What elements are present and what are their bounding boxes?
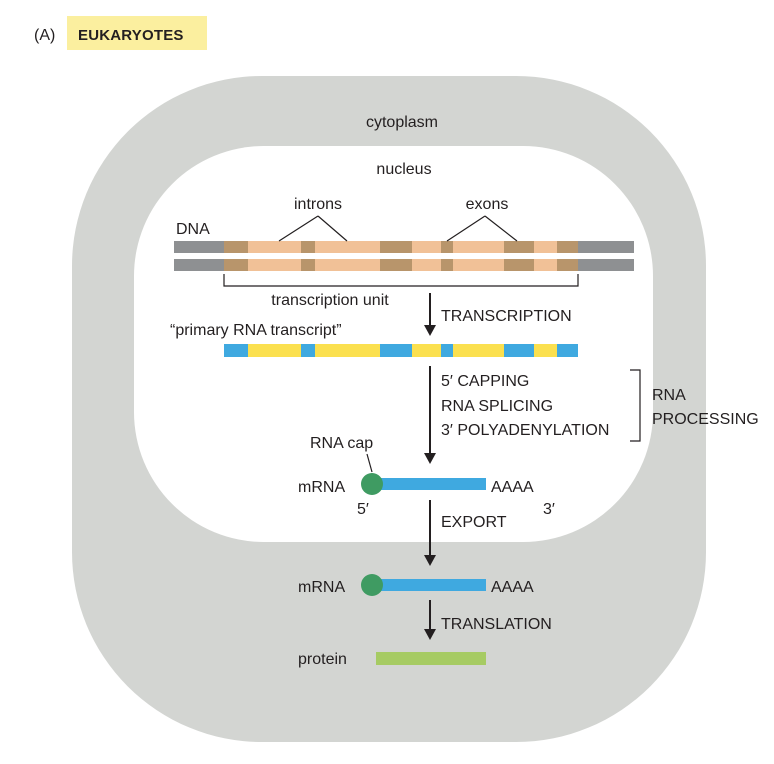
translation-step-label: TRANSLATION — [441, 616, 552, 633]
cytoplasm-label: cytoplasm — [366, 114, 438, 131]
exons-pointer — [446, 215, 518, 242]
cytoplasmic-poly-a-tail: AAAA — [491, 579, 534, 596]
intron-block — [504, 259, 534, 271]
processing-arrow — [424, 366, 436, 464]
panel-label: (A) — [34, 27, 55, 44]
capping-step-label: 5′ CAPPING — [441, 373, 529, 390]
cytoplasmic-rna-cap-circle — [361, 574, 383, 596]
rna-processing-label-2: PROCESSING — [652, 411, 759, 428]
intron-block — [441, 241, 453, 253]
transcription-step-label: TRANSCRIPTION — [441, 308, 572, 325]
cytoplasmic-mrna — [361, 574, 486, 596]
protein-label: protein — [298, 651, 347, 668]
nuclear-mrna-body — [376, 478, 486, 490]
nuclear-mrna-label: mRNA — [298, 479, 345, 496]
protein-bar — [376, 652, 486, 665]
polyadenylation-step-label: 3′ POLYADENYLATION — [441, 422, 609, 439]
panel-title: EUKARYOTES — [78, 27, 184, 44]
rna-cap-label: RNA cap — [310, 435, 373, 452]
intron-block — [301, 241, 315, 253]
dna-double-helix — [174, 241, 634, 271]
transcript-intron-segment — [557, 344, 578, 357]
export-arrow — [424, 500, 436, 566]
introns-label: introns — [294, 196, 342, 213]
rna-cap-pointer — [366, 453, 373, 473]
panel-title-badge — [67, 16, 207, 50]
transcript-intron-segment — [504, 344, 534, 357]
intron-block — [504, 241, 534, 253]
transcript-intron-segment — [380, 344, 412, 357]
transcript-intron-segment — [224, 344, 248, 357]
splicing-step-label: RNA SPLICING — [441, 398, 553, 415]
intron-block — [301, 259, 315, 271]
export-step-label: EXPORT — [441, 514, 507, 531]
rna-cap-circle — [361, 473, 383, 495]
primary-rna-transcript — [224, 344, 578, 357]
three-prime-label: 3′ — [543, 501, 555, 518]
transcription-unit-bracket — [223, 274, 579, 287]
transcript-intron-segment — [301, 344, 315, 357]
cytoplasmic-mrna-body — [376, 579, 486, 591]
nuclear-poly-a-tail: AAAA — [491, 479, 534, 496]
introns-pointer — [278, 215, 348, 242]
intron-block — [380, 241, 412, 253]
translation-arrow — [424, 600, 436, 640]
intron-block — [380, 259, 412, 271]
primary-transcript-label: “primary RNA transcript” — [170, 322, 342, 339]
cytoplasmic-mrna-label: mRNA — [298, 579, 345, 596]
transcription-arrow — [424, 293, 436, 336]
transcription-unit-label: transcription unit — [271, 292, 389, 309]
intron-block — [224, 241, 248, 253]
nuclear-mrna — [361, 473, 486, 495]
five-prime-label: 5′ — [357, 501, 369, 518]
intron-block — [224, 259, 248, 271]
rna-processing-bracket — [630, 369, 641, 442]
nucleus-label: nucleus — [376, 161, 431, 178]
dna-label: DNA — [176, 221, 210, 238]
intron-block — [557, 259, 578, 271]
exons-label: exons — [466, 196, 509, 213]
intron-block — [441, 259, 453, 271]
transcript-intron-segment — [441, 344, 453, 357]
intron-block — [557, 241, 578, 253]
rna-processing-label-1: RNA — [652, 387, 686, 404]
